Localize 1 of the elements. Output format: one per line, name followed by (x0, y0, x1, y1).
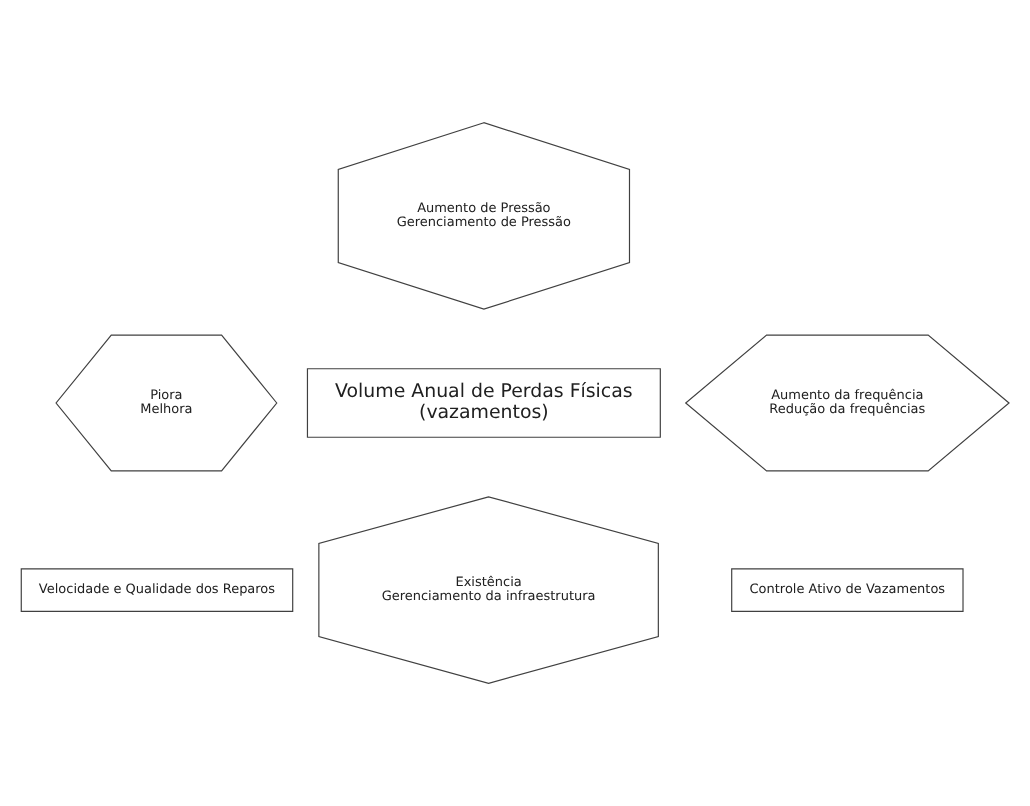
node-box: Volume Anual de Perdas Físicas (vazamentos) (306, 368, 661, 438)
